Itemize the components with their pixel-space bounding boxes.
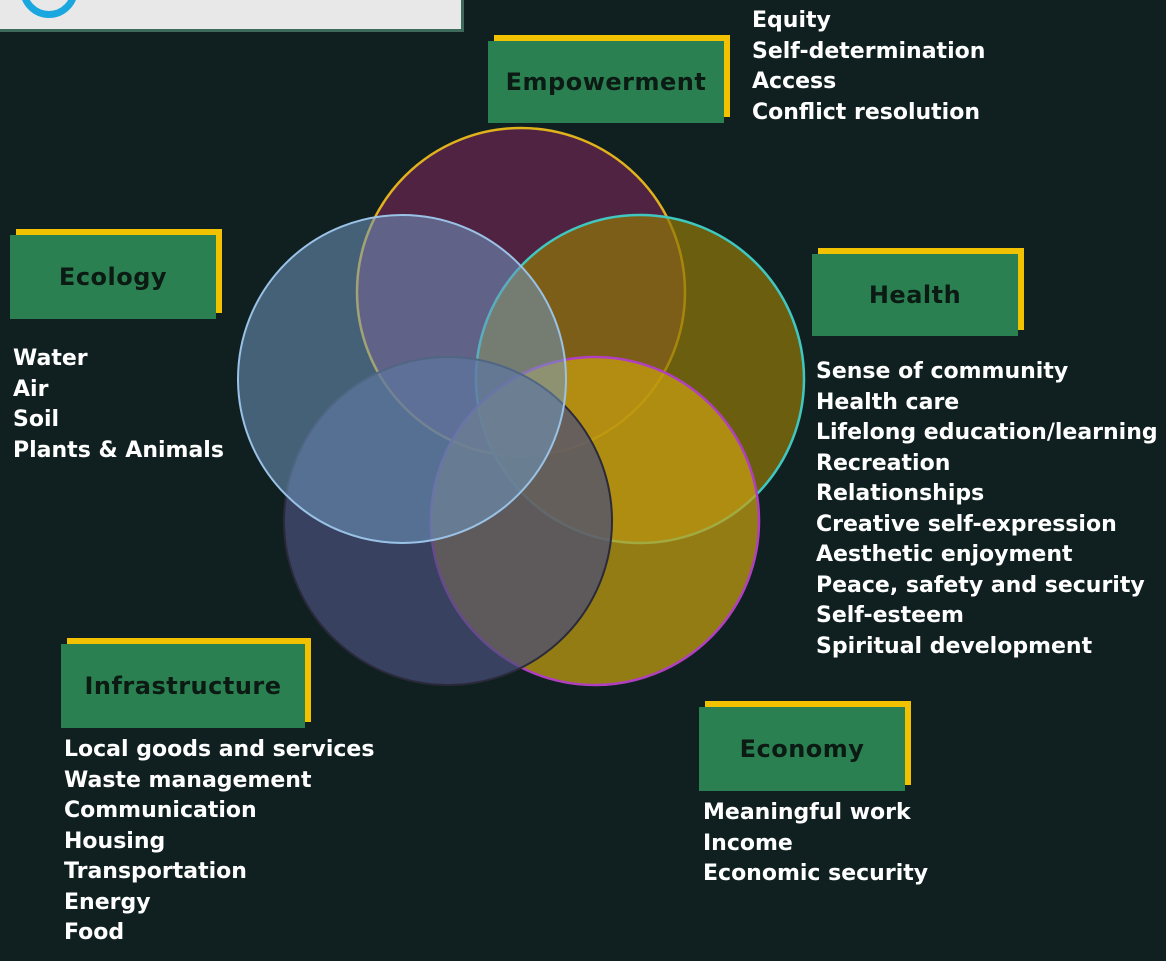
list-item: Lifelong education/learning [816,420,1158,445]
list-item: Transportation [64,859,247,884]
list-item: Health care [816,389,960,415]
list-item: Food [64,920,125,945]
list-item: Waste management [64,767,312,793]
list-item: Access [752,69,837,94]
list-item: Income [703,830,793,856]
empowerment-list: Equity Self-determination Access Conflic… [752,6,985,128]
list-item: Local goods and services [64,737,375,762]
empowerment-label-text: Empowerment [488,41,724,123]
list-item: Self-determination [752,38,986,64]
list-item: Meaningful work [703,800,911,825]
health-list: Sense of community Health care Lifelong … [816,357,1158,662]
list-item: Air [13,376,49,402]
list-item: Housing [64,828,166,854]
list-item: Peace, safety and security [816,572,1145,598]
list-item: Creative self-expression [816,511,1117,537]
list-item: Equity [752,8,831,33]
ecology-circle [237,214,567,544]
health-label-text: Health [812,254,1018,336]
economy-label-text: Economy [699,707,905,791]
list-item: Conflict resolution [752,99,981,125]
ecology-label-text: Ecology [10,235,216,319]
list-item: Communication [64,798,257,823]
list-item: Plants & Animals [13,437,224,463]
list-item: Spiritual development [816,633,1093,659]
infrastructure-list: Local goods and services Waste managemen… [64,735,374,949]
list-item: Water [13,346,88,371]
list-item: Energy [64,889,151,915]
list-item: Self-esteem [816,603,964,628]
list-item: Economic security [703,861,929,886]
ecology-list: Water Air Soil Plants & Animals [13,344,224,466]
logo-banner [0,0,464,32]
list-item: Recreation [816,450,951,476]
list-item: Relationships [816,481,985,506]
list-item: Aesthetic enjoyment [816,542,1073,567]
economy-list: Meaningful work Income Economic security [703,798,928,890]
list-item: Soil [13,407,60,432]
list-item: Sense of community [816,359,1069,384]
infrastructure-label-text: Infrastructure [61,644,305,728]
